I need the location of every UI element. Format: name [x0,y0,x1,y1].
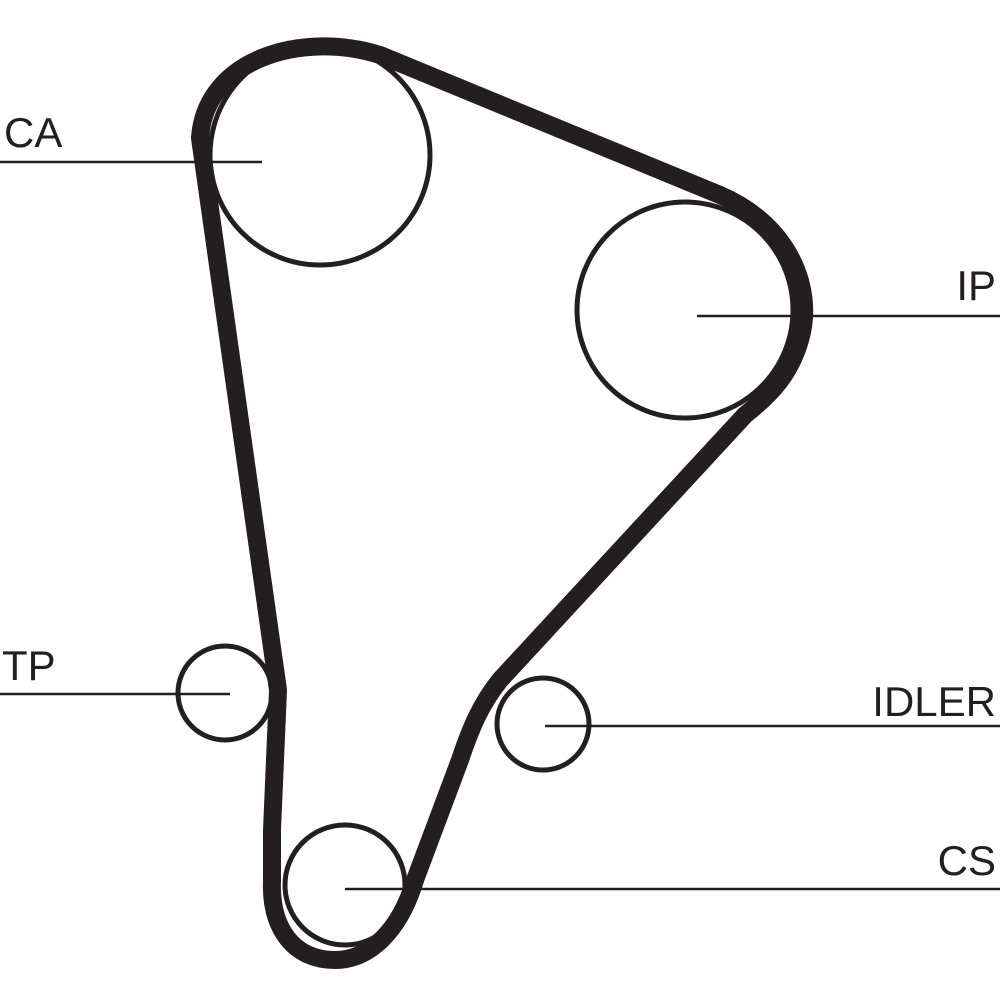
idler-pulley [494,675,592,773]
ip-label: IP [956,262,996,309]
ca-label: CA [4,109,62,156]
cs-pulley [282,822,408,948]
tp-label: TP [2,642,56,689]
ca-pulley [207,42,433,268]
cs-label: CS [938,837,996,884]
timing-belt [191,37,814,969]
ip-pulley [574,199,796,421]
idler-label: IDLER [872,678,996,725]
